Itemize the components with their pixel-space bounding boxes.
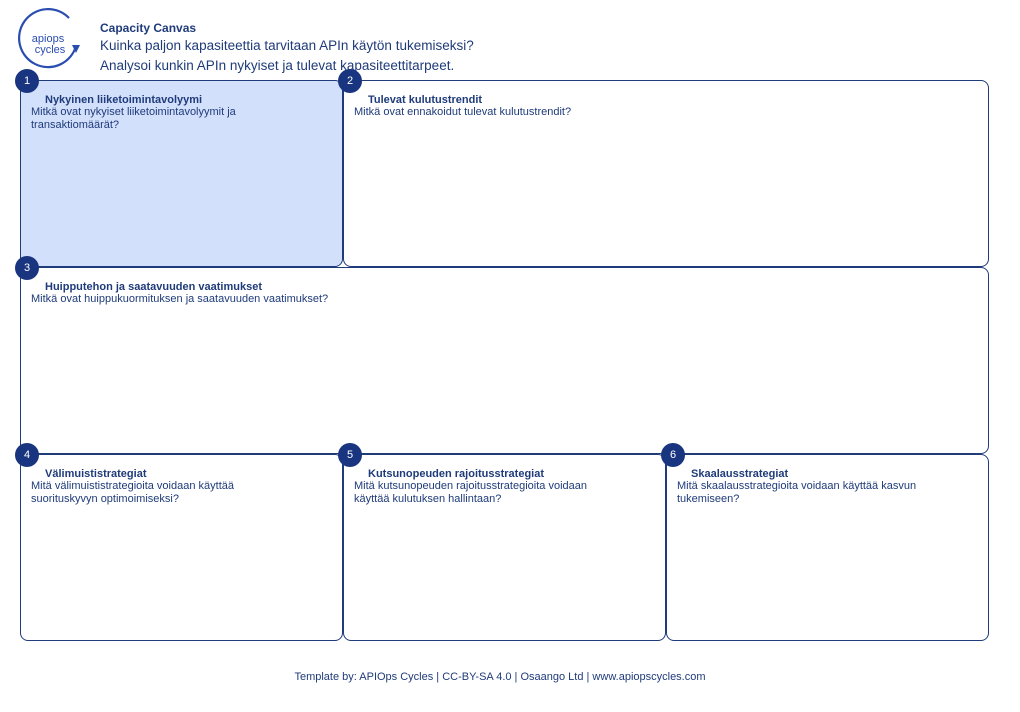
section-6-question: Mitä skaalausstrategioita voidaan käyttä… — [677, 480, 917, 505]
canvas-subtitle-2: Analysoi kunkin APIn nykyiset ja tulevat… — [100, 58, 455, 73]
section-3-badge: 3 — [15, 256, 39, 280]
section-2-question: Mitkä ovat ennakoidut tulevat kulutustre… — [354, 106, 572, 118]
logo-text-top: apiops — [32, 33, 65, 45]
logo-text-bottom: cycles — [35, 44, 66, 56]
section-1-title: Nykyinen liiketoimintavolyymi — [45, 94, 203, 106]
section-3-peak-availability[interactable]: 3 Huipputehon ja saatavuuden vaatimukset… — [15, 256, 989, 454]
logo-icon: apiops cycles — [18, 8, 80, 69]
footer-credits: Template by: APIOps Cycles | CC-BY-SA 4.… — [294, 671, 706, 683]
section-5-title: Kutsunopeuden rajoitusstrategiat — [368, 468, 545, 480]
apiops-cycles-logo: apiops cycles — [14, 8, 84, 72]
section-3-question: Mitkä ovat huippukuormituksen ja saatavu… — [31, 293, 329, 305]
section-2-badge: 2 — [338, 69, 362, 93]
section-2-title: Tulevat kulutustrendit — [368, 94, 483, 106]
canvas-title: Capacity Canvas — [100, 21, 197, 35]
section-5-rate-limiting[interactable]: 5 Kutsunopeuden rajoitusstrategiat Mitä … — [338, 443, 666, 641]
section-3-title: Huipputehon ja saatavuuden vaatimukset — [45, 281, 262, 293]
section-4-badge: 4 — [15, 443, 39, 467]
section-1-current-volume[interactable]: 1 Nykyinen liiketoimintavolyymi Mitkä ov… — [15, 69, 343, 267]
section-2-future-trends[interactable]: 2 Tulevat kulutustrendit Mitkä ovat enna… — [338, 69, 989, 267]
section-4-question: Mitä välimuististrategioita voidaan käyt… — [31, 480, 234, 505]
section-4-caching[interactable]: 4 Välimuististrategiat Mitä välimuistist… — [15, 443, 343, 641]
section-4-title: Välimuististrategiat — [45, 468, 147, 480]
section-6-badge: 6 — [661, 443, 685, 467]
section-1-badge: 1 — [15, 69, 39, 93]
section-6-title: Skaalausstrategiat — [691, 468, 789, 480]
section-6-scaling[interactable]: 6 Skaalausstrategiat Mitä skaalausstrate… — [661, 443, 989, 641]
canvas-subtitle-1: Kuinka paljon kapasiteettia tarvitaan AP… — [100, 38, 474, 53]
section-5-question: Mitä kutsunopeuden rajoitusstrategioita … — [354, 480, 587, 505]
section-5-badge: 5 — [338, 443, 362, 467]
section-1-question: Mitkä ovat nykyiset liiketoimintavolyymi… — [31, 106, 236, 131]
